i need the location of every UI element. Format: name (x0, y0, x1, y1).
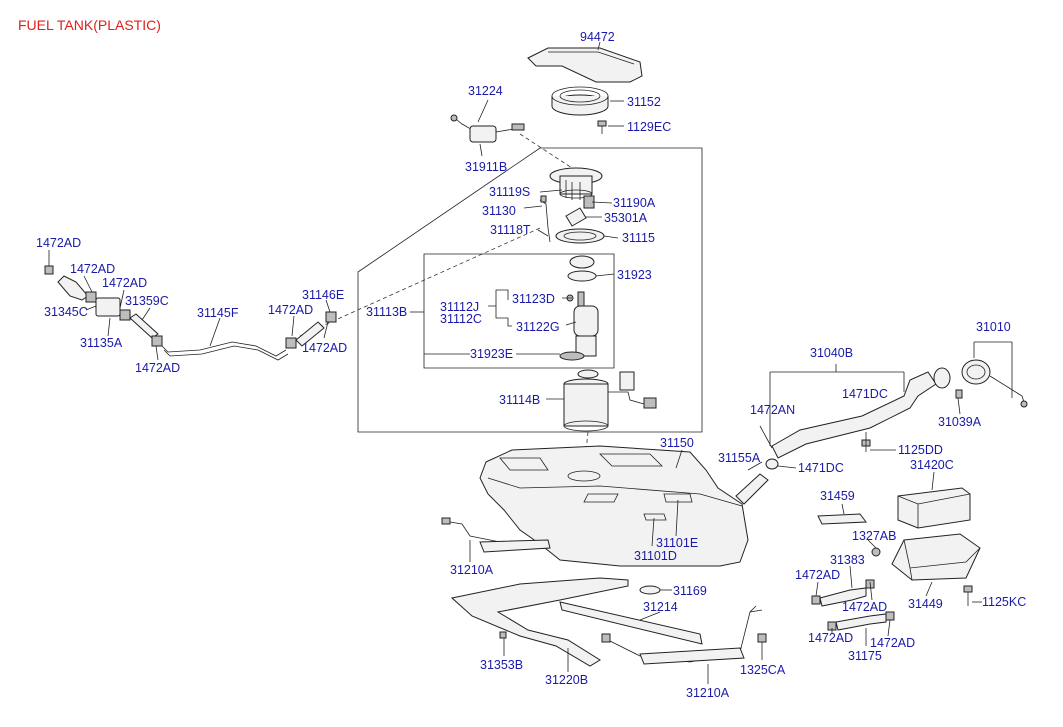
label-31145f: 31145F (197, 306, 239, 320)
label-1472ad-a: 1472AD (36, 236, 81, 250)
canister-bracket (891, 533, 981, 581)
fuel-tank (479, 445, 749, 567)
label-31155a: 31155A (718, 451, 761, 465)
label-31146e: 31146E (302, 288, 344, 302)
label-31224: 31224 (468, 84, 503, 98)
fuel-pump-body (566, 291, 599, 357)
lock-ring (551, 86, 609, 116)
label-1471dc-a: 1471DC (842, 387, 888, 401)
label-1472ad-c: 1472AD (102, 276, 147, 290)
label-31420c: 31420C (910, 458, 954, 472)
label-31449: 31449 (908, 597, 943, 611)
label-1471dc-b: 1471DC (798, 461, 844, 475)
tank-strap-left (450, 577, 629, 667)
label-1472ad-f: 1472AD (302, 341, 347, 355)
label-31923: 31923 (617, 268, 652, 282)
label-31214: 31214 (643, 600, 678, 614)
fuel-cap (961, 359, 1028, 408)
cover-gasket (527, 47, 643, 83)
label-31220b: 31220B (545, 673, 588, 687)
label-31190a: 31190A (613, 196, 656, 210)
bolt-icon (597, 120, 607, 134)
label-31911b: 31911B (465, 160, 507, 174)
label-1472ad-d: 1472AD (135, 361, 180, 375)
label-31210a-b: 31210A (686, 686, 730, 700)
label-31152: 31152 (627, 95, 661, 109)
label-1325ca: 1325CA (740, 663, 786, 677)
left-fuel-line-assembly (44, 265, 337, 361)
mount-nut (639, 585, 661, 595)
label-94472: 94472 (580, 30, 615, 44)
label-31210a-a: 31210A (450, 563, 494, 577)
label-1472ad-h: 1472AD (842, 600, 887, 614)
label-31169: 31169 (673, 584, 707, 598)
label-31150: 31150 (660, 436, 694, 450)
label-31383: 31383 (830, 553, 865, 567)
seal-ring (555, 228, 605, 244)
label-1327ab: 1327AB (852, 529, 896, 543)
label-1472ad-b: 1472AD (70, 262, 115, 276)
label-31113b: 31113B (366, 305, 407, 319)
label-1472an: 1472AN (750, 403, 795, 417)
diagram-title: FUEL TANK(PLASTIC) (18, 17, 161, 33)
vapor-hoses (811, 513, 895, 631)
label-31112c: 31112C (440, 312, 482, 326)
pump-upper-cap (567, 255, 597, 282)
label-31118t: 31118T (490, 223, 531, 237)
label-31039a: 31039A (938, 415, 982, 429)
filler-neck (771, 367, 951, 459)
label-31123d: 31123D (512, 292, 555, 306)
label-31101e: 31101E (656, 536, 698, 550)
wiring-harness-left (441, 517, 551, 553)
label-1125dd: 1125DD (898, 443, 943, 457)
label-1472ad-g: 1472AD (795, 568, 840, 582)
fuel-filter-line (450, 114, 525, 143)
label-31101d: 31101D (634, 549, 677, 563)
label-35301a: 35301A (604, 211, 648, 225)
label-31010: 31010 (976, 320, 1011, 334)
label-1472ad-e: 1472AD (268, 303, 313, 317)
label-31130: 31130 (482, 204, 516, 218)
label-31114b: 31114B (499, 393, 540, 407)
label-31040b: 31040B (810, 346, 853, 360)
label-1125kc: 1125KC (982, 595, 1026, 609)
label-31459: 31459 (820, 489, 855, 503)
strainer (577, 369, 599, 379)
label-1472ad-i: 1472AD (808, 631, 853, 645)
sender-reservoir (563, 371, 657, 432)
label-1129ec: 1129EC (627, 120, 671, 134)
label-31175: 31175 (848, 649, 882, 663)
pump-flange (549, 167, 603, 209)
label-31119s: 31119S (489, 185, 530, 199)
label-31122g: 31122G (516, 320, 560, 334)
exploded-view-frame (357, 147, 703, 433)
label-31923e: 31923E (470, 347, 513, 361)
label-1472ad-j: 1472AD (870, 636, 915, 650)
label-31115: 31115 (622, 231, 655, 245)
label-31112j: 31112J (440, 300, 479, 314)
filler-hose (735, 458, 779, 505)
label-31353b: 31353B (480, 658, 523, 672)
canister (897, 487, 971, 529)
label-31345c: 31345C (44, 305, 88, 319)
tank-strap-right (559, 601, 757, 665)
label-31359c: 31359C (125, 294, 169, 308)
label-31135a: 31135A (80, 336, 123, 350)
